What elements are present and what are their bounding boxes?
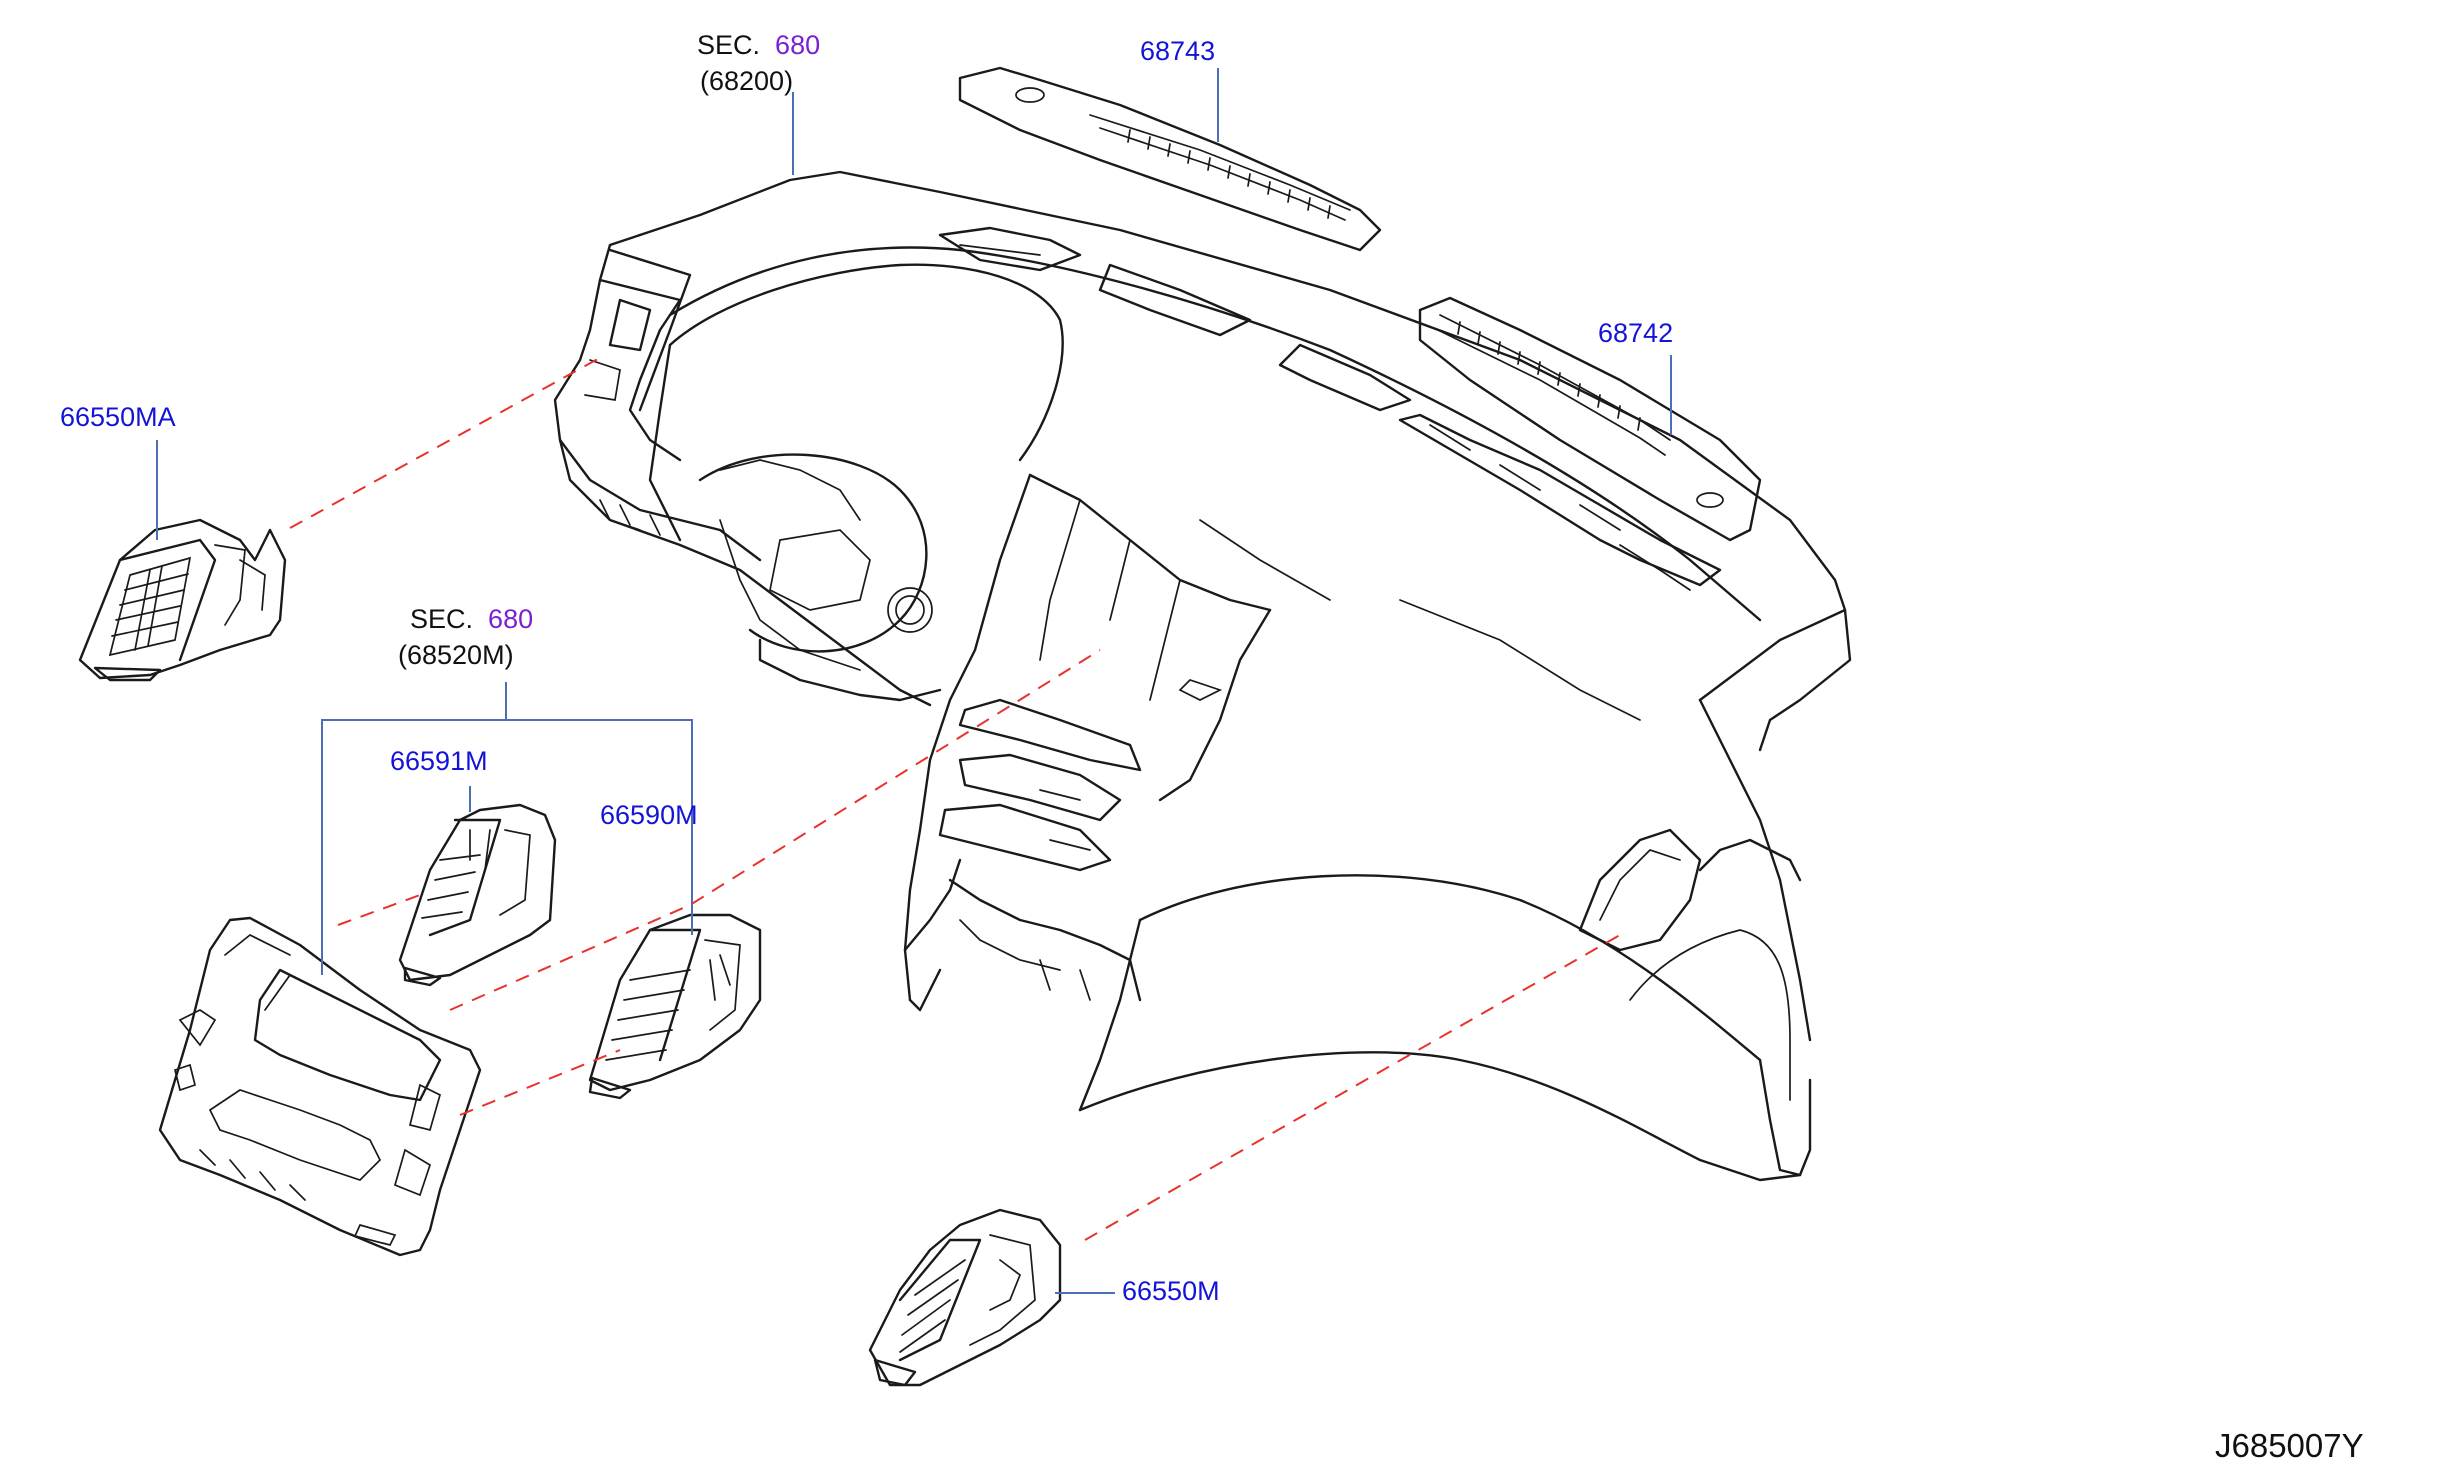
section-subref-top: (68200) — [700, 66, 794, 96]
center-bezel-68520M-drawing — [158, 916, 482, 1257]
assembly-guides — [289, 354, 1621, 1241]
part-number-66550M: 66550M — [1122, 1276, 1220, 1306]
section-ref-mid: SEC. 680 — [410, 604, 533, 634]
section-ref-top: SEC. 680 — [697, 30, 820, 60]
part-number-66590M: 66590M — [600, 800, 698, 830]
defroster-grille-68742-drawing — [1418, 296, 1762, 542]
drawing-code: J685007Y — [2215, 1427, 2364, 1464]
section-prefix: SEC. — [697, 30, 761, 60]
part-number-68742: 68742 — [1598, 318, 1674, 348]
instrument-panel-drawing — [553, 170, 1852, 1182]
side-vent-66550M-drawing — [868, 1208, 1062, 1387]
part-number-66591M: 66591M — [390, 746, 488, 776]
section-prefix: SEC. — [410, 604, 474, 634]
part-number-68743: 68743 — [1140, 36, 1216, 66]
center-vent-66591M-drawing — [398, 803, 557, 987]
center-vent-66590M-drawing — [588, 913, 762, 1100]
leader-lines — [156, 68, 1672, 1294]
section-subref-mid: (68520M) — [398, 640, 514, 670]
part-number-66550MA: 66550MA — [60, 402, 176, 432]
side-vent-66550MA-drawing — [78, 518, 287, 682]
section-number: 680 — [775, 30, 821, 60]
defroster-grille-68743-drawing — [958, 66, 1382, 252]
section-number: 680 — [488, 604, 534, 634]
